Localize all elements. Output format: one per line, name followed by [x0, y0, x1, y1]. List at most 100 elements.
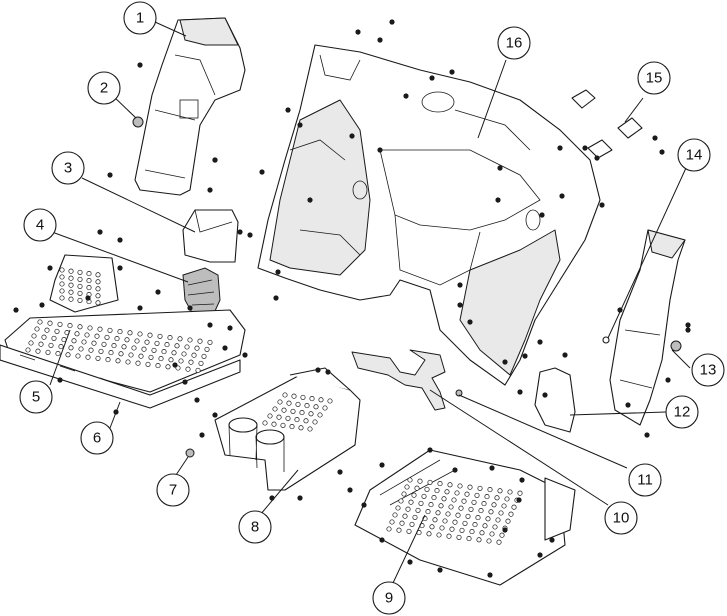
- fastener-dot: [537, 339, 543, 345]
- tray-hole: [276, 414, 282, 420]
- part-7-clip: [185, 448, 195, 458]
- tray-hole: [494, 495, 500, 501]
- fastener-dot: [349, 133, 355, 139]
- tray-hole: [449, 526, 455, 532]
- tray-hole: [77, 324, 83, 330]
- tray-hole: [65, 352, 71, 358]
- fastener-dot: [222, 345, 228, 351]
- tray-hole: [145, 361, 151, 367]
- fastener-dot: [449, 69, 455, 75]
- part-8-center-console: [214, 367, 361, 491]
- tray-hole: [54, 328, 60, 334]
- fastener-dot: [85, 295, 91, 301]
- tray-hole: [386, 526, 392, 532]
- tray-hole: [446, 533, 452, 539]
- tray-hole: [404, 484, 410, 490]
- tray-hole: [456, 534, 462, 540]
- tray-hole: [135, 360, 141, 366]
- tray-hole: [174, 343, 180, 349]
- callout-5: 5: [19, 380, 53, 414]
- fastener-dot: [427, 447, 433, 453]
- fastener-dot: [559, 193, 565, 199]
- fastener-dot: [297, 495, 303, 501]
- tray-hole: [322, 405, 328, 411]
- callout-8: 8: [238, 510, 272, 544]
- part-12-small-cover: [534, 367, 576, 433]
- fastener-dot: [582, 145, 588, 151]
- tray-hole: [475, 515, 481, 521]
- tray-hole: [101, 341, 107, 347]
- tray-hole: [426, 531, 432, 537]
- tray-hole: [461, 498, 467, 504]
- tray-hole: [396, 527, 402, 533]
- fastener-dot: [117, 237, 123, 243]
- fastener-dot: [542, 392, 548, 398]
- part-14-grommet: [602, 336, 610, 344]
- fastener-dot: [247, 232, 253, 238]
- tray-hole: [432, 517, 438, 523]
- tray-hole: [187, 337, 193, 343]
- fastener-dot: [355, 29, 361, 35]
- fastener-dot: [437, 567, 443, 573]
- callout-15: 15: [637, 61, 671, 95]
- tray-hole: [28, 340, 34, 346]
- tray-hole: [295, 401, 301, 407]
- tray-hole: [121, 344, 127, 350]
- tray-hole: [71, 338, 77, 344]
- callout-6: 6: [80, 421, 114, 455]
- callout-12: 12: [665, 395, 699, 429]
- tray-hole: [111, 343, 117, 349]
- tray-hole: [184, 344, 190, 350]
- tray-hole: [86, 271, 92, 277]
- tray-hole: [429, 524, 435, 530]
- tray-hole: [47, 320, 53, 326]
- part-2-fastener: [132, 116, 144, 128]
- callout-14: 14: [677, 138, 711, 172]
- tray-hole: [95, 286, 101, 292]
- callout-9: 9: [372, 581, 406, 615]
- fastener-dot: [489, 465, 495, 471]
- fastener-dot: [467, 319, 473, 325]
- svg-text:7: 7: [169, 482, 177, 499]
- fastener-dot: [517, 389, 523, 395]
- tray-hole: [300, 394, 306, 400]
- tray-hole: [291, 393, 297, 399]
- tray-hole: [127, 330, 133, 336]
- loose-fasteners: [13, 19, 691, 578]
- fastener-dot: [242, 352, 248, 358]
- tray-hole: [281, 407, 287, 413]
- tray-hole: [445, 511, 451, 517]
- tray-hole: [298, 425, 304, 431]
- tray-hole: [501, 503, 507, 509]
- tray-hole: [472, 522, 478, 528]
- tray-hole: [454, 490, 460, 496]
- fastener-dot: [347, 487, 353, 493]
- fastener-dot: [659, 149, 665, 155]
- tray-hole: [289, 424, 295, 430]
- tray-hole: [478, 508, 484, 514]
- tray-hole: [436, 532, 442, 538]
- tray-hole: [441, 496, 447, 502]
- tray-hole: [434, 488, 440, 494]
- tray-hole: [471, 499, 477, 505]
- fastener-dot: [549, 537, 555, 543]
- tray-hole: [197, 338, 203, 344]
- svg-text:1: 1: [136, 10, 144, 27]
- tray-hole: [406, 528, 412, 534]
- tray-hole: [497, 488, 503, 494]
- tray-hole: [414, 485, 420, 491]
- tray-hole: [452, 519, 458, 525]
- tray-hole: [401, 491, 407, 497]
- tray-hole: [68, 268, 74, 274]
- tray-hole: [457, 483, 463, 489]
- tray-hole: [75, 353, 81, 359]
- fastener-dot: [285, 107, 291, 113]
- tray-hole: [98, 348, 104, 354]
- tray-hole: [85, 354, 91, 360]
- tray-hole: [118, 351, 124, 357]
- tray-hole: [59, 267, 65, 273]
- tray-hole: [467, 484, 473, 490]
- svg-text:9: 9: [385, 590, 393, 607]
- fastener-dot: [107, 172, 113, 178]
- callouts: 1 2 3 4 5 6 7 8 9 10 11 12 13 14 15 16: [19, 1, 725, 615]
